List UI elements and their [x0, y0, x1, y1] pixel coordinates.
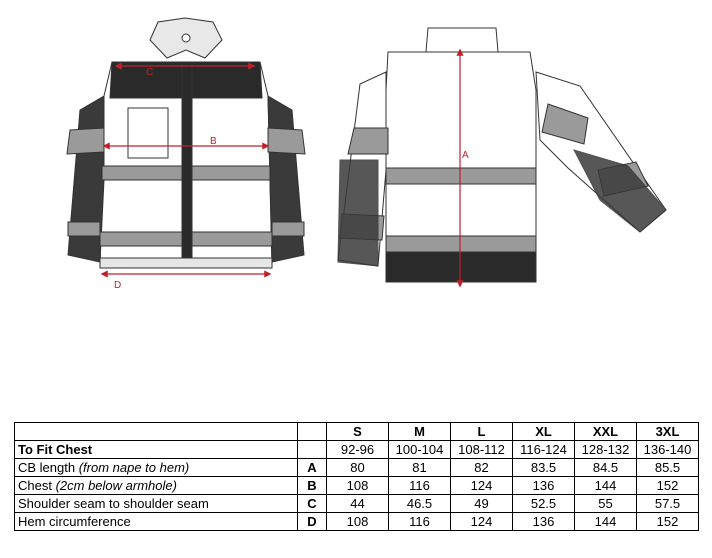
table-cell: 152 — [636, 476, 699, 495]
table-row: Shoulder seam to shoulder seam C 44 46.5… — [14, 494, 699, 513]
chest-fit-label: To Fit Chest — [14, 440, 298, 459]
chest-fit-row: To Fit Chest 92-96 100-104 108-112 116-1… — [14, 440, 699, 459]
row-key: B — [297, 476, 327, 495]
size-header: XL — [512, 422, 575, 441]
table-cell: 84.5 — [574, 458, 637, 477]
front-left-sleeve — [67, 95, 105, 263]
measure-B: B — [102, 136, 270, 150]
table-cell: 144 — [574, 512, 637, 531]
back-collar — [425, 27, 499, 53]
marker-C: C — [146, 67, 153, 78]
table-cell: 152 — [636, 512, 699, 531]
marker-B: B — [210, 136, 217, 147]
size-header: XXL — [574, 422, 637, 441]
table-cell: 136 — [512, 476, 575, 495]
measure-D: D — [100, 270, 272, 291]
table-cell: 124 — [450, 476, 513, 495]
table-cell: 100-104 — [388, 440, 451, 459]
row-key: C — [297, 494, 327, 513]
table-cell: 116 — [388, 476, 451, 495]
size-header-row: S M L XL XXL 3XL — [14, 422, 699, 441]
table-cell: 83.5 — [512, 458, 575, 477]
row-label-note: (2cm below armhole) — [55, 478, 177, 493]
size-header: L — [450, 422, 513, 441]
table-cell: 81 — [388, 458, 451, 477]
row-key: A — [297, 458, 327, 477]
table-cell: 144 — [574, 476, 637, 495]
measure-A: A — [456, 48, 469, 288]
marker-A: A — [462, 150, 469, 161]
table-cell: 49 — [450, 494, 513, 513]
table-cell: 116 — [388, 512, 451, 531]
row-label-note: (from nape to hem) — [78, 460, 190, 475]
header-key-blank — [297, 422, 327, 441]
table-cell: 52.5 — [512, 494, 575, 513]
row-label: Shoulder seam to shoulder seam — [14, 494, 298, 513]
table-cell: 82 — [450, 458, 513, 477]
table-cell: 136 — [512, 512, 575, 531]
jacket-measurement-diagram: C B D A — [66, 17, 667, 291]
row-label: CB length (from nape to hem) — [14, 458, 298, 477]
row-label: Hem circumference — [14, 512, 298, 531]
row-label-text: Chest — [18, 478, 56, 493]
table-cell: 57.5 — [636, 494, 699, 513]
table-cell: 108 — [326, 476, 389, 495]
size-header: M — [388, 422, 451, 441]
size-header: S — [326, 422, 389, 441]
table-cell: 55 — [574, 494, 637, 513]
chest-fit-key — [297, 440, 327, 459]
table-cell: 108-112 — [450, 440, 513, 459]
measure-C: C — [114, 62, 256, 78]
table-cell: 136-140 — [636, 440, 699, 459]
size-header: 3XL — [636, 422, 699, 441]
table-cell: 108 — [326, 512, 389, 531]
table-cell: 128-132 — [574, 440, 637, 459]
row-label-text: Shoulder seam to shoulder seam — [18, 496, 209, 511]
size-chart-table: S M L XL XXL 3XL To Fit Chest 92-96 100-… — [14, 422, 699, 531]
table-row: Hem circumference D 108 116 124 136 144 … — [14, 512, 699, 531]
table-cell: 92-96 — [326, 440, 389, 459]
table-row: CB length (from nape to hem) A 80 81 82 … — [14, 458, 699, 477]
table-row: Chest (2cm below armhole) B 108 116 124 … — [14, 476, 699, 495]
table-cell: 80 — [326, 458, 389, 477]
marker-D: D — [114, 280, 121, 291]
row-label: Chest (2cm below armhole) — [14, 476, 298, 495]
table-cell: 46.5 — [388, 494, 451, 513]
table-cell: 116-124 — [512, 440, 575, 459]
table-cell: 85.5 — [636, 458, 699, 477]
row-label-text: CB length — [18, 460, 79, 475]
front-jacket — [66, 17, 306, 269]
back-jacket — [337, 27, 667, 283]
table-cell: 44 — [326, 494, 389, 513]
front-right-sleeve — [267, 95, 305, 263]
table-cell: 124 — [450, 512, 513, 531]
row-key: D — [297, 512, 327, 531]
header-blank — [14, 422, 298, 441]
row-label-text: Hem circumference — [18, 514, 131, 529]
